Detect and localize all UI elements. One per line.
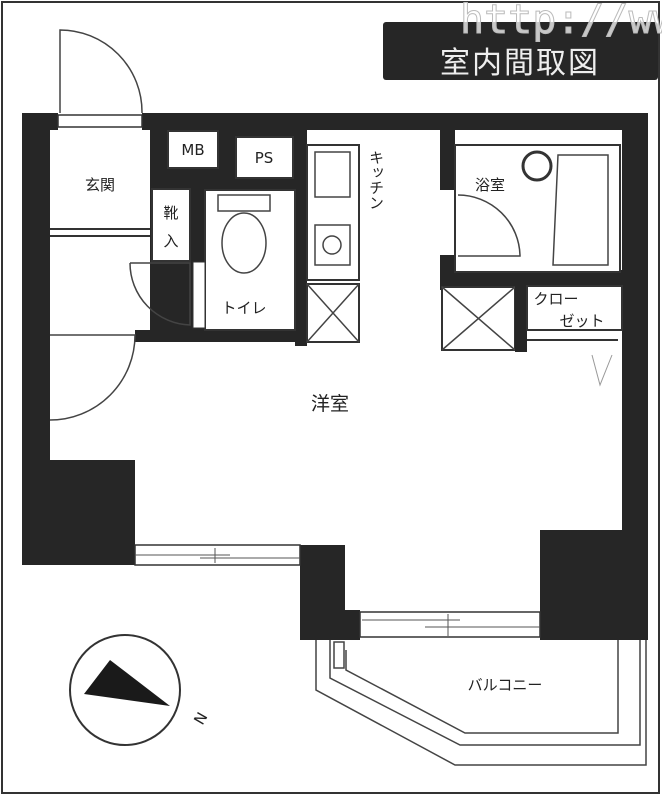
toilet-tank <box>217 194 271 212</box>
entrance-label: 玄関 <box>85 176 115 194</box>
stove-icon <box>314 224 351 266</box>
watermark: http://ww <box>460 0 662 43</box>
north-label: N <box>190 709 211 728</box>
bathroom: 浴室 <box>440 128 622 290</box>
hall-door <box>129 262 191 326</box>
closet-door-mark <box>591 354 613 387</box>
laundry-space <box>441 286 527 352</box>
window-balcony <box>359 611 541 638</box>
north-arrow-icon <box>84 660 170 706</box>
western-room-label: 洋室 <box>311 393 349 415</box>
side-door <box>49 334 136 421</box>
mb-box <box>167 130 219 169</box>
header-badge: 室内間取図 http://ww <box>383 0 662 81</box>
compass: N <box>69 634 211 746</box>
balcony: バルコニー <box>315 640 647 766</box>
toilet-label: トイレ <box>221 299 266 317</box>
entrance-area: 玄関 <box>49 130 191 421</box>
sink-icon <box>314 151 351 198</box>
bathroom-label: 浴室 <box>475 176 505 194</box>
header-title: 室内間取図 <box>440 46 600 81</box>
mb-label: MB <box>181 141 204 159</box>
ps-label: PS <box>255 149 274 167</box>
outer-walls <box>22 113 648 640</box>
toilet-bowl-icon <box>221 212 267 274</box>
bathtub-icon <box>552 154 609 266</box>
closet: クロー ゼット <box>526 285 623 387</box>
kitchen: キッチン <box>306 144 385 343</box>
closet-label-1: クロー <box>533 290 578 308</box>
bathroom-door <box>457 194 521 257</box>
washbasin-icon <box>521 150 553 182</box>
kitchen-label: キッチン <box>367 150 385 210</box>
toilet-room: トイレ <box>192 189 296 331</box>
ps-box <box>235 136 294 179</box>
balcony-label: バルコニー <box>468 676 543 694</box>
window-left <box>134 544 301 566</box>
shoe-storage <box>151 188 191 262</box>
shoe-storage-label-1: 靴 <box>163 204 178 222</box>
entrance-door <box>59 29 143 114</box>
closet-label-2: ゼット <box>559 312 604 330</box>
shoe-storage-label-2: 入 <box>163 232 178 250</box>
